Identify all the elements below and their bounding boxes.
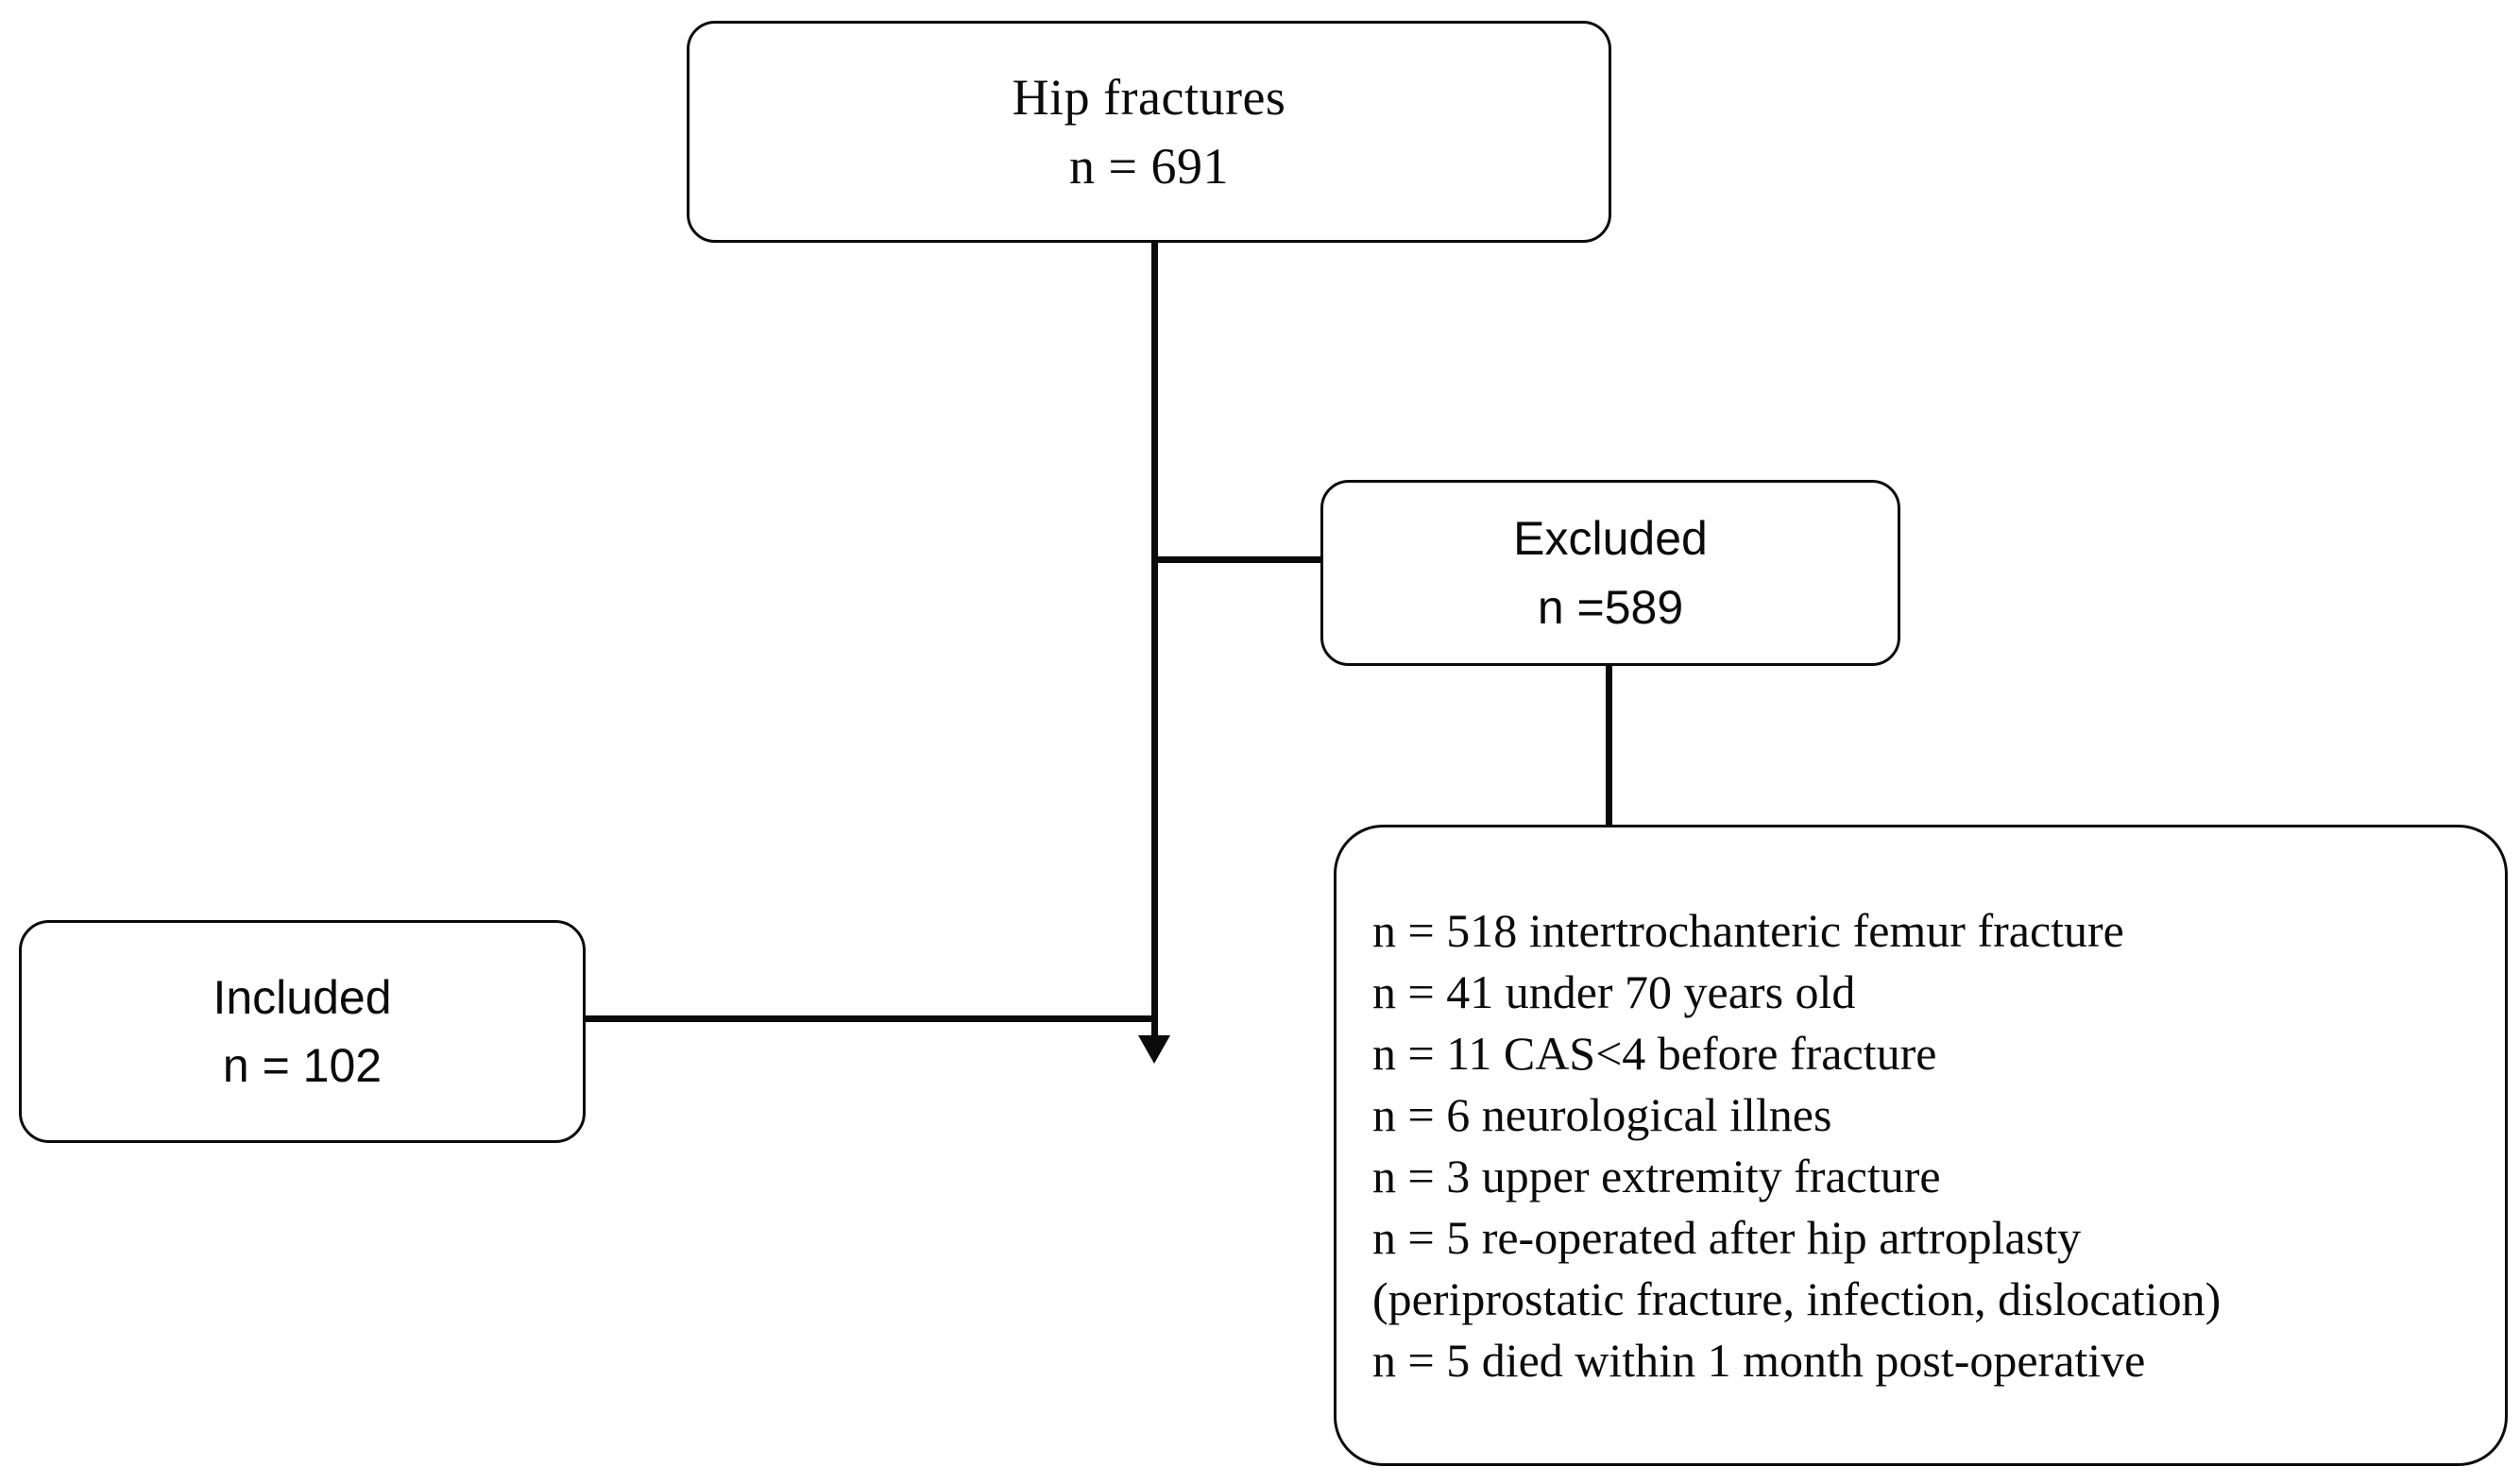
node-included: Included n = 102 bbox=[19, 920, 586, 1143]
exclusion-reason-line: n = 5 died within 1 month post-operative bbox=[1372, 1333, 2146, 1387]
connector-included-to-trunk bbox=[583, 1015, 1156, 1022]
connector-trunk-to-excluded bbox=[1151, 556, 1323, 563]
node-excluded-label: Excluded bbox=[1513, 512, 1708, 565]
arrowhead-down-icon bbox=[1138, 1035, 1170, 1064]
node-hip-fractures-label: Hip fractures bbox=[1012, 68, 1286, 126]
connector-trunk-main bbox=[1151, 243, 1158, 1044]
exclusion-reason-line: n = 518 intertrochanteric femur fracture bbox=[1372, 903, 2124, 957]
exclusion-reason-line: n = 5 re-operated after hip artroplasty bbox=[1372, 1210, 2082, 1264]
exclusion-reason-line: (periprostatic fracture, infection, disl… bbox=[1372, 1271, 2222, 1325]
exclusion-reason-line: n = 11 CAS<4 before fracture bbox=[1372, 1026, 1937, 1080]
node-hip-fractures-count: n = 691 bbox=[1069, 137, 1229, 195]
node-included-count: n = 102 bbox=[222, 1039, 383, 1092]
exclusion-reason-line: n = 6 neurological illnes bbox=[1372, 1087, 1832, 1141]
node-exclusion-reasons: n = 518 intertrochanteric femur fracture… bbox=[1334, 825, 2508, 1466]
node-excluded: Excluded n =589 bbox=[1320, 480, 1900, 666]
node-included-label: Included bbox=[213, 970, 392, 1024]
node-hip-fractures: Hip fractures n = 691 bbox=[687, 21, 1611, 243]
node-excluded-count: n =589 bbox=[1537, 580, 1684, 634]
connector-excluded-to-reasons bbox=[1606, 666, 1612, 827]
exclusion-reason-line: n = 3 upper extremity fracture bbox=[1372, 1149, 1941, 1203]
exclusion-reason-line: n = 41 under 70 years old bbox=[1372, 964, 1856, 1018]
